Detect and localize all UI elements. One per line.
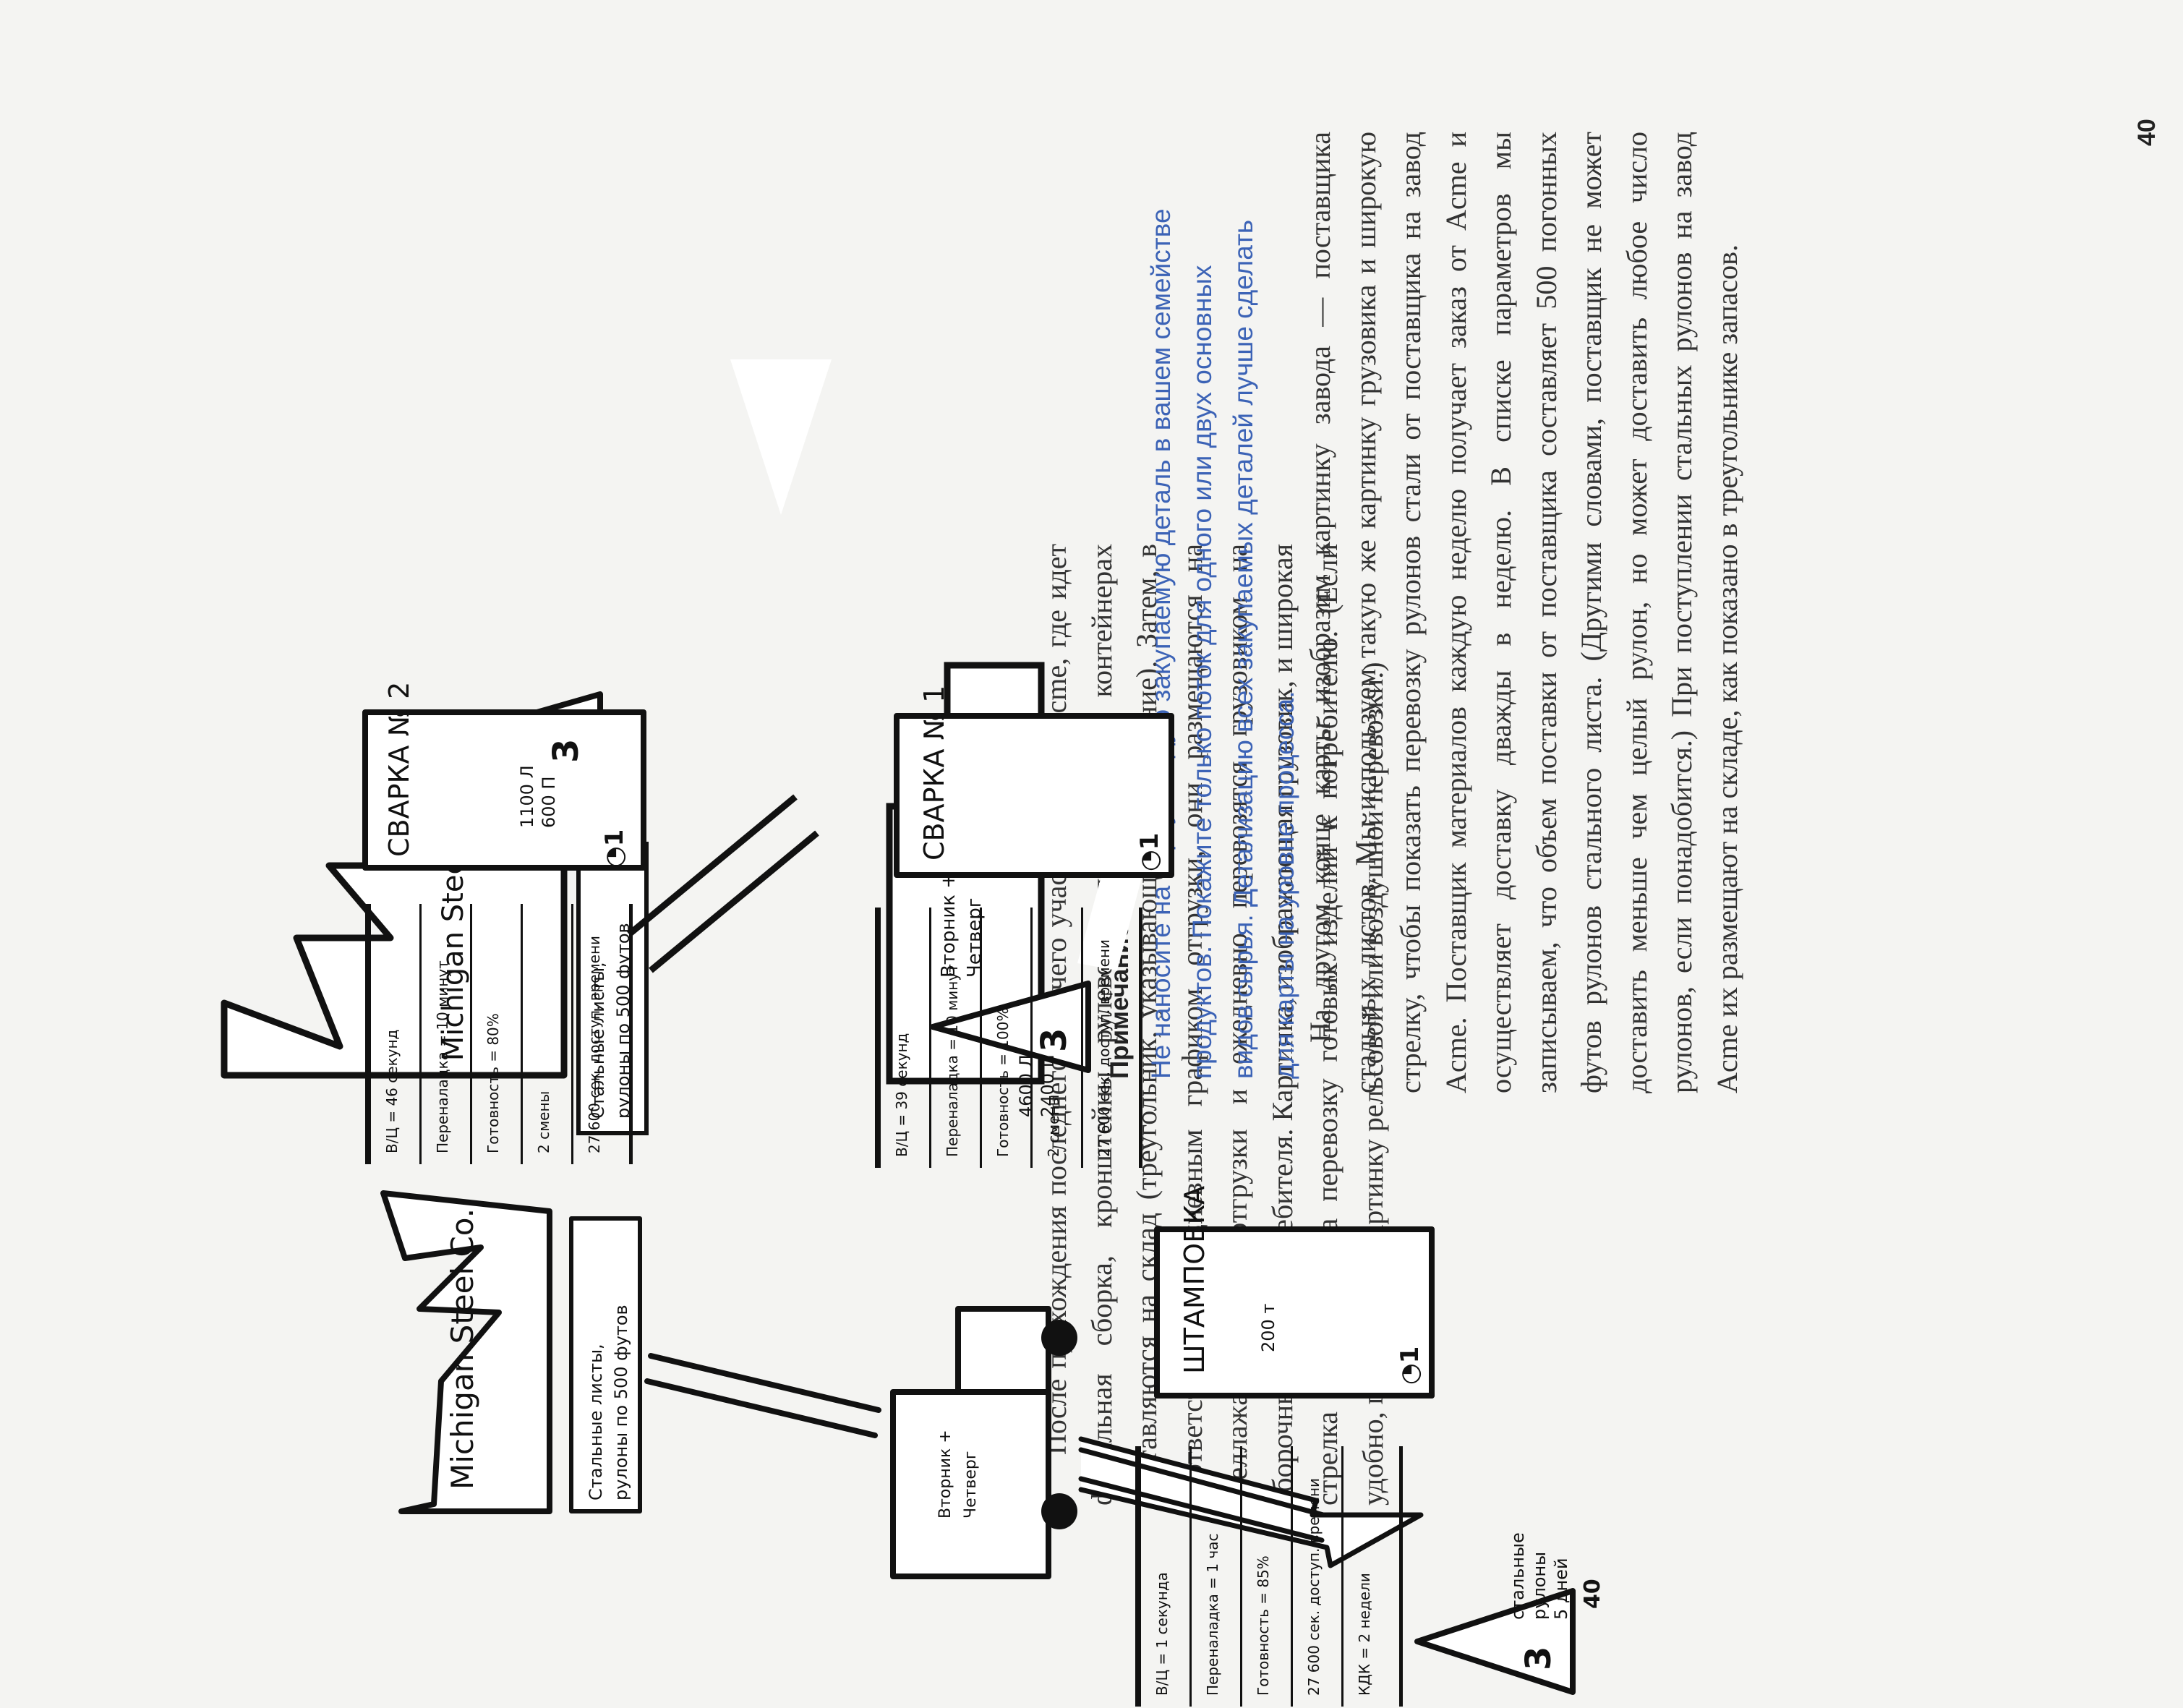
process-2-data-2: Переналадка = 10 минут [944,964,961,1157]
process-data-row [470,904,521,1164]
process-data-row [1030,908,1081,1168]
page-number-screen: 40 [1580,1579,1605,1609]
truck-body [890,1389,1051,1579]
supplier-data-box [569,1216,642,1513]
process-data-row [419,904,470,1164]
process-data-row [521,904,571,1164]
truck-label-2: Четверг [962,1451,980,1519]
process-data-box-3 [365,904,633,1164]
process-1-data-3: Готовность = 85% [1255,1555,1272,1696]
process-data-row [1189,1446,1240,1707]
process-title-1: ШТАМПОВКА [1179,1185,1210,1374]
supplier-factory-outline [380,1190,552,1514]
process-2-data-1: В/Ц = 39 секунд [893,1033,910,1157]
process-1-data-4: 27 600 сек. доступ. времени [1305,1477,1323,1696]
inventory-symbol-1: 3 [1518,1646,1559,1670]
process-data-row [1139,1446,1189,1707]
shipment-arrow-upper [627,794,819,973]
operator-icon-3: ◔1 [600,829,629,868]
supplier-databox-line2: рулоны по 500 футов [611,1305,631,1500]
process-3-data-1: В/Ц = 46 секунд [383,1029,401,1153]
process-data-row [980,908,1030,1168]
inventory-label-3-line1: 1100 Л [517,765,537,828]
process-welding-1 [894,713,1174,878]
process-2-data-4: 2 смены [1045,1094,1062,1157]
process-data-row [1240,1446,1291,1707]
truck-label-2: Четверг [964,898,986,978]
process-stamping [1154,1226,1435,1399]
process-data-box-2 [875,908,1142,1168]
process-title-2: СВАРКА № 1 [918,685,950,861]
process-3-data-2: Переналадка = 10 минут [434,960,451,1153]
process-inner-1: 200 т [1258,1303,1278,1352]
truck-label-1: Вторник + [938,873,960,978]
process-1-data-5: КДК = 2 недели [1356,1573,1373,1696]
process-2-data-3: Готовность = 100% [994,1007,1012,1157]
process-data-row [1291,1446,1341,1707]
supplier-databox-line1: Стальные листы, [588,962,608,1119]
process-1-data-2: Переналадка = 1 час [1204,1533,1221,1696]
process-data-row [1341,1446,1392,1707]
process-2-data-5: 27 600 сек. доступ. времени [1095,939,1113,1157]
process-3-data-4: 2 смены [535,1090,552,1153]
operator-icon-1: ◔1 [1396,1346,1424,1385]
inventory-symbol-3: 3 [546,738,586,763]
process-data-row [571,904,622,1164]
inventory-label-1-line1: стальные [1508,1532,1528,1620]
process-data-row [369,904,419,1164]
supplier-name: Michigan Steel Co. [445,1208,480,1490]
inventory-label-3-line2: 600 П [539,776,559,828]
operator-icon-2: ◔1 [1135,832,1164,871]
process-3-data-3: Готовность = 80% [484,1013,502,1153]
process-title-3: СВАРКА № 2 [383,681,415,857]
supplier-databox-line1: Стальные листы, [586,1344,606,1500]
truck-label-1: Вторник + [936,1430,954,1519]
process-data-row [929,908,980,1168]
process-data-box-1 [1135,1446,1403,1707]
process-1-data-1: В/Ц = 1 секунда [1153,1572,1171,1696]
process-welding-2 [362,709,646,871]
inventory-label-1-line2: рулоны [1529,1551,1550,1620]
process-data-row [1081,908,1132,1168]
process-3-data-5: 27 600 сек. доступ. времени [586,935,603,1153]
process-data-row [879,908,929,1168]
inventory-label-1-line3: 5 дней [1551,1558,1571,1620]
